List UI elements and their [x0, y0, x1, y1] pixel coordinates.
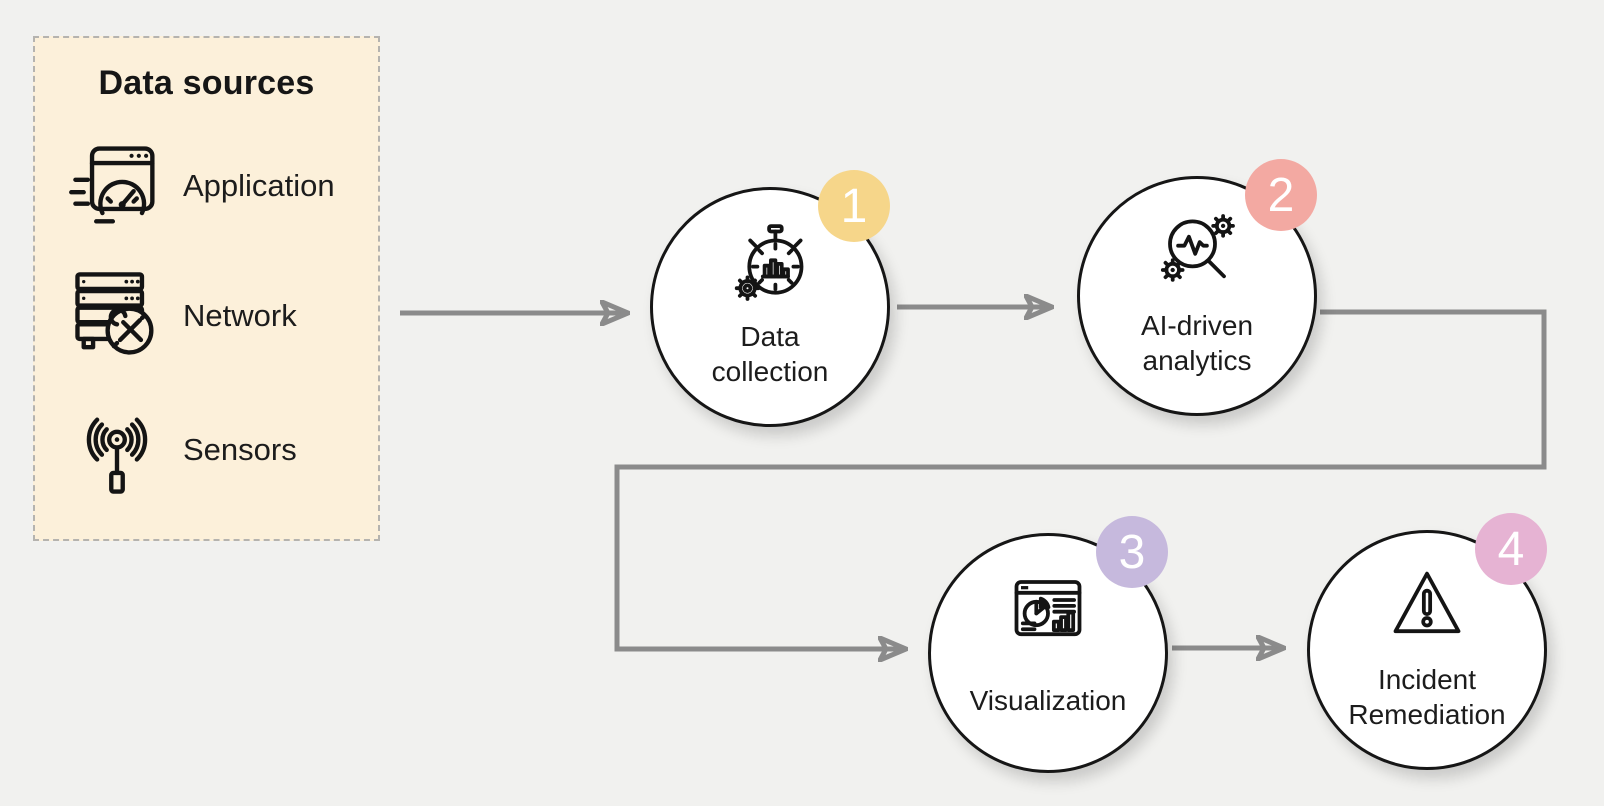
arrow-step2-to-step3 [614, 309, 1547, 649]
step-2-badge: 2 [1245, 159, 1317, 231]
step-node-incident-remediation: 4 Incident Remediation [1307, 513, 1547, 770]
step-node-visualization: 3 Visualization [928, 516, 1168, 773]
step-node-ai-driven-analytics: 2 AI-driven analytics [1077, 159, 1317, 416]
data-source-label: Network [183, 298, 297, 333]
stopwatch-chart-icon [724, 218, 816, 308]
data-sources-title: Data sources [98, 64, 315, 102]
dashboard-icon [1002, 564, 1094, 654]
sensors-icon [63, 398, 171, 502]
step-4-label: Incident Remediation [1348, 664, 1506, 730]
step-4-badge: 4 [1475, 513, 1547, 585]
warning-triangle-icon [1381, 561, 1473, 651]
data-source-network: Network [35, 260, 378, 372]
data-source-label: Application [183, 168, 335, 203]
network-icon [63, 264, 171, 368]
application-icon [63, 134, 171, 238]
data-source-application: Application [35, 134, 378, 238]
data-sources-panel: Data sources Application [33, 36, 380, 541]
data-source-sensors: Sensors [35, 394, 378, 506]
step-3-badge: 3 [1096, 516, 1168, 588]
step-node-data-collection: 1 Data collection [650, 170, 890, 427]
magnifier-gears-icon [1151, 207, 1243, 297]
data-source-label: Sensors [183, 432, 297, 467]
step-1-label: Data collection [711, 321, 829, 387]
step-2-label: AI-driven analytics [1140, 310, 1254, 376]
step-1-badge: 1 [818, 170, 890, 242]
step-3-label: Visualization [969, 684, 1127, 716]
